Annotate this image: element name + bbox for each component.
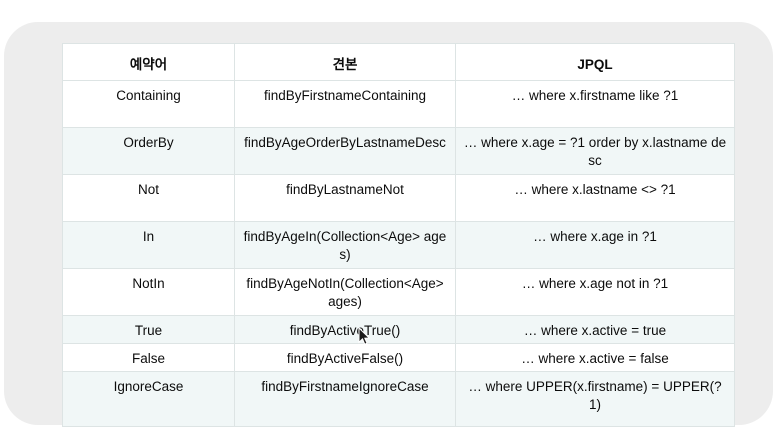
cell-keyword: False <box>62 343 235 372</box>
cell-sample: findByAgeNotIn(Collection<Age> ages) <box>234 268 456 316</box>
table-row: NotIn findByAgeNotIn(Collection<Age> age… <box>62 268 735 316</box>
cell-jpql: … where x.active = false <box>455 343 735 372</box>
cell-sample: findByFirstnameContaining <box>234 80 456 128</box>
table-header-row: 예약어 견본 JPQL <box>62 43 735 81</box>
cell-jpql: … where x.age in ?1 <box>455 221 735 269</box>
cell-jpql: … where x.firstname like ?1 <box>455 80 735 128</box>
table-row: True findByActiveTrue() … where x.active… <box>62 315 735 344</box>
table-row: Not findByLastnameNot … where x.lastname… <box>62 174 735 222</box>
table-row: OrderBy findByAgeOrderByLastnameDesc … w… <box>62 127 735 175</box>
cell-jpql: … where x.active = true <box>455 315 735 344</box>
cell-jpql: … where x.age = ?1 order by x.lastname d… <box>455 127 735 175</box>
query-keyword-reference-table: 예약어 견본 JPQL Containing findByFirstnameCo… <box>62 43 735 427</box>
column-header-jpql: JPQL <box>455 43 735 81</box>
cell-jpql: … where UPPER(x.firstname) = UPPER(?1) <box>455 371 735 427</box>
table-header: 예약어 견본 JPQL <box>62 43 735 81</box>
table-row: Containing findByFirstnameContaining … w… <box>62 80 735 128</box>
cell-keyword: Not <box>62 174 235 222</box>
cell-keyword: In <box>62 221 235 269</box>
table-row: IgnoreCase findByFirstnameIgnoreCase … w… <box>62 371 735 427</box>
cell-sample: findByLastnameNot <box>234 174 456 222</box>
cell-keyword: True <box>62 315 235 344</box>
cell-keyword: IgnoreCase <box>62 371 235 427</box>
table-row: False findByActiveFalse() … where x.acti… <box>62 343 735 372</box>
column-header-sample: 견본 <box>234 43 456 81</box>
table-body: Containing findByFirstnameContaining … w… <box>62 80 735 427</box>
table-container: 예약어 견본 JPQL Containing findByFirstnameCo… <box>62 43 735 427</box>
cell-sample: findByAgeOrderByLastnameDesc <box>234 127 456 175</box>
cell-sample: findByFirstnameIgnoreCase <box>234 371 456 427</box>
cell-keyword: NotIn <box>62 268 235 316</box>
cell-jpql: … where x.age not in ?1 <box>455 268 735 316</box>
cell-sample: findByActiveTrue() <box>234 315 456 344</box>
table-row: In findByAgeIn(Collection<Age> ages) … w… <box>62 221 735 269</box>
cell-sample: findByAgeIn(Collection<Age> ages) <box>234 221 456 269</box>
cell-jpql: … where x.lastname <> ?1 <box>455 174 735 222</box>
cell-keyword: OrderBy <box>62 127 235 175</box>
cell-keyword: Containing <box>62 80 235 128</box>
column-header-keyword: 예약어 <box>62 43 235 81</box>
cell-sample: findByActiveFalse() <box>234 343 456 372</box>
